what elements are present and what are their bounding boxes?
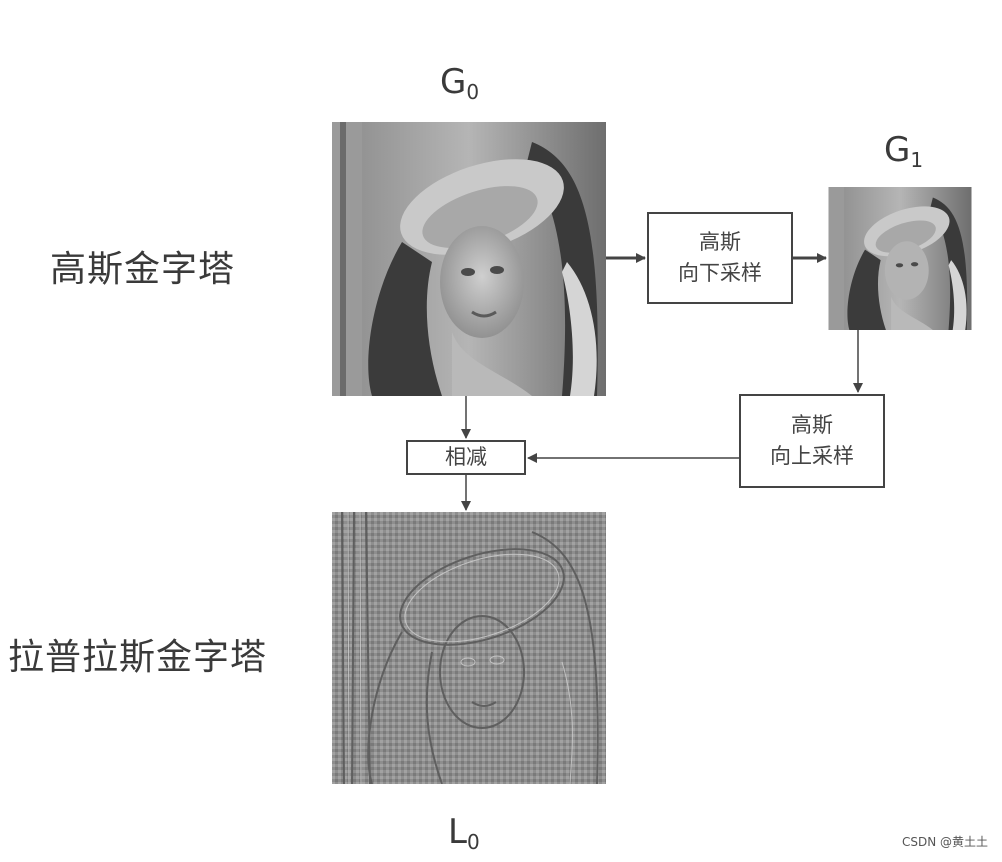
l0-label-main: L — [448, 812, 467, 852]
upsample-line1: 高斯 — [791, 413, 833, 437]
l0-image — [332, 512, 606, 784]
gaussian-pyramid-label: 高斯金字塔 — [50, 249, 236, 290]
g1-label: G1 — [884, 130, 923, 172]
subtract-label: 相减 — [445, 445, 487, 469]
laplacian-pyramid-label: 拉普拉斯金字塔 — [8, 637, 268, 678]
g0-label-main: G — [440, 62, 467, 102]
g0-image — [332, 122, 606, 396]
upsample-box: 高斯 向上采样 — [739, 394, 885, 488]
downsample-line2: 向下采样 — [678, 261, 762, 285]
g1-image — [828, 187, 972, 330]
downsample-line1: 高斯 — [699, 230, 741, 254]
l0-label: L0 — [448, 812, 480, 854]
g0-label: G0 — [440, 62, 479, 104]
g1-label-main: G — [884, 130, 911, 170]
watermark: CSDN @黄土土 — [901, 835, 988, 849]
g0-label-sub: 0 — [466, 80, 480, 104]
upsample-line2: 向上采样 — [770, 444, 854, 468]
downsample-box: 高斯 向下采样 — [647, 212, 793, 304]
g1-label-sub: 1 — [910, 148, 924, 172]
subtract-box: 相减 — [406, 440, 526, 475]
l0-label-sub: 0 — [466, 830, 480, 854]
